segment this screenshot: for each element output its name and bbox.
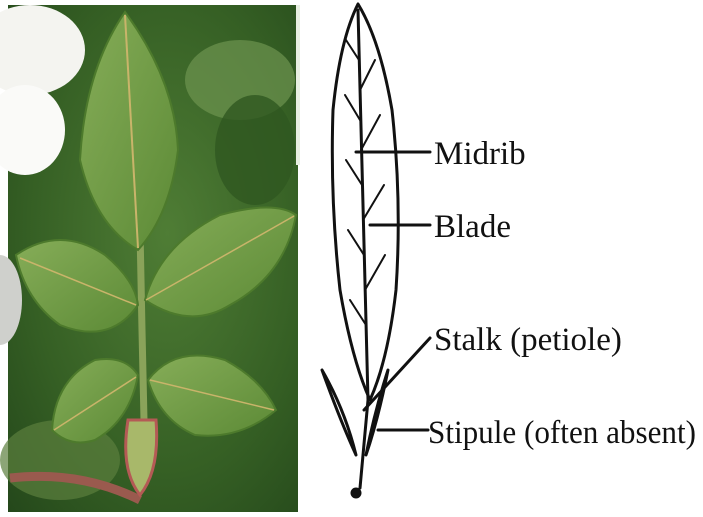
leaf-diagram: [322, 4, 430, 498]
label-stalk: Stalk (petiole): [434, 322, 622, 358]
background-blur-light: [215, 95, 295, 205]
label-stipule: Stipule (often absent): [428, 415, 696, 451]
leaf-base-node: [351, 488, 361, 498]
label-blade: Blade: [434, 209, 511, 245]
leader-stalk: [364, 338, 430, 410]
label-midrib: Midrib: [434, 136, 526, 172]
rose-leaf-photo: [0, 5, 300, 512]
left-stipule-outline: [322, 370, 356, 455]
photo-edge-strip: [296, 5, 300, 165]
